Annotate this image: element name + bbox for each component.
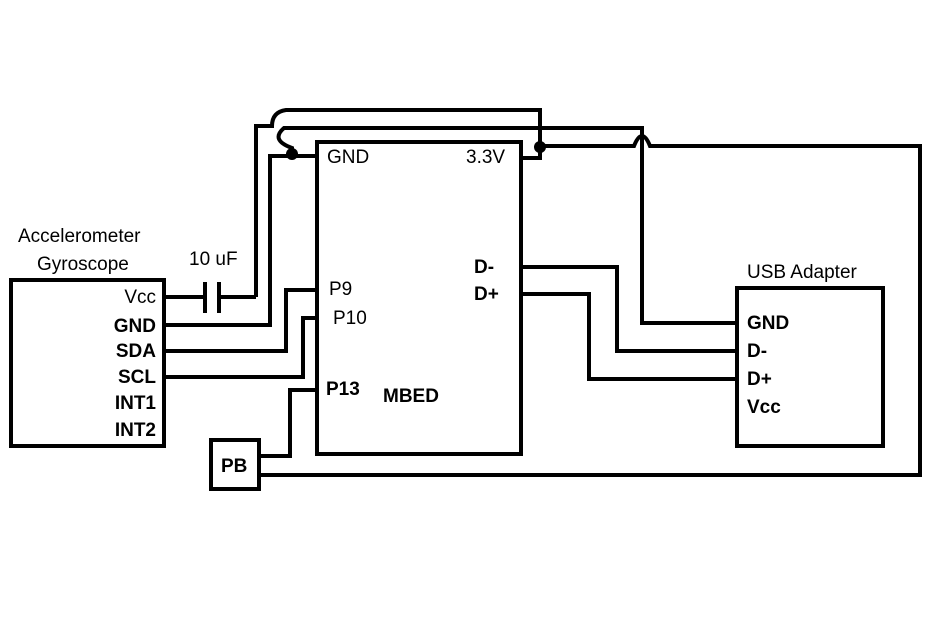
mbed-pin-p13: P13 — [326, 379, 360, 400]
wire-3v3-to-pushbutton — [259, 134, 922, 477]
wire-pushbutton-to-p13 — [259, 388, 317, 458]
accel-pin-int1: INT1 — [115, 393, 157, 414]
usb-pin-dminus: D- — [747, 341, 767, 362]
usb-adapter-box — [735, 286, 885, 448]
accel-pin-gnd: GND — [114, 316, 156, 337]
junction-3v3 — [534, 141, 546, 153]
usb-pin-gnd: GND — [747, 313, 789, 334]
usb-pin-vcc: Vcc — [747, 397, 781, 418]
junction-gnd — [286, 148, 298, 160]
wire-dminus-to-usb-dminus — [521, 265, 737, 353]
pushbutton-box — [209, 438, 261, 491]
capacitor-label: 10 uF — [189, 249, 238, 270]
wire-gnd-to-usb-gnd — [276, 126, 737, 325]
pushbutton-label: PB — [221, 456, 247, 477]
capacitor-10uf — [164, 282, 256, 313]
accel-pin-int2: INT2 — [115, 420, 156, 441]
wire-scl-to-p10 — [164, 316, 317, 379]
mbed-name: MBED — [383, 386, 439, 407]
mbed-pin-gnd: GND — [327, 147, 369, 168]
wire-dplus-to-usb-dplus — [521, 292, 737, 381]
mbed-pin-p9: P9 — [329, 279, 352, 300]
accelerometer-title-line1: Accelerometer — [18, 226, 141, 247]
accel-pin-vcc: Vcc — [124, 287, 156, 308]
wire-capacitor-to-3v3 — [254, 108, 542, 297]
mbed-pin-3v3: 3.3V — [466, 147, 505, 168]
mbed-box — [315, 140, 523, 456]
wire-accel-gnd-to-mbed-gnd — [164, 154, 317, 327]
mbed-pin-p10: P10 — [333, 308, 367, 329]
accel-pin-scl: SCL — [118, 367, 156, 388]
usb-adapter-title: USB Adapter — [747, 262, 858, 283]
mbed-pin-dminus: D- — [474, 257, 494, 278]
mbed-pin-dplus: D+ — [474, 284, 499, 305]
usb-pin-dplus: D+ — [747, 369, 772, 390]
accel-pin-sda: SDA — [116, 341, 156, 362]
accelerometer-gyroscope-box — [9, 278, 166, 448]
accelerometer-title-line2: Gyroscope — [37, 254, 129, 275]
wire-sda-to-p9 — [164, 288, 317, 353]
